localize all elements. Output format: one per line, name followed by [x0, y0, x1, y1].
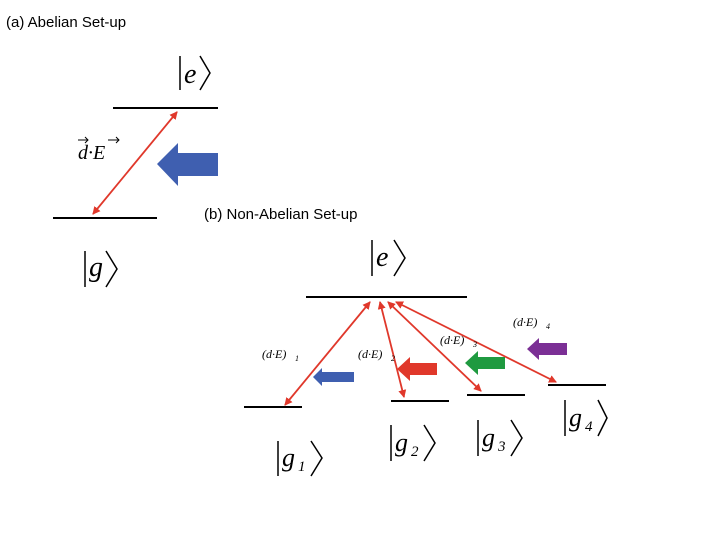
ket-e-b: e: [371, 239, 406, 277]
ket-g3-subscript: 3: [497, 439, 506, 455]
ket-g3: g 3: [477, 419, 523, 457]
coupling-label-4-text: (d·E): [513, 315, 537, 329]
coupling-label-2-text: (d·E): [358, 347, 382, 361]
ket-g1-subscript: 1: [298, 459, 306, 475]
ket-g2-subscript: 2: [411, 444, 419, 460]
transition-arrow-g1: [284, 301, 371, 406]
coupling-label-1-text: (d·E): [262, 347, 286, 361]
ket-g4: g 4: [564, 399, 608, 437]
coupling-label-1: (d·E) 1: [262, 347, 299, 363]
ket-g2-symbol: g: [395, 428, 408, 457]
coupling-label-3-text: (d·E): [440, 333, 464, 347]
coupling-label-1-subscript: 1: [295, 354, 299, 363]
coupling-label-2-subscript: 2: [391, 354, 395, 363]
panel-b-title: (b) Non-Abelian Set-up: [204, 206, 358, 223]
ket-g1-symbol: g: [282, 443, 295, 472]
ket-g3-symbol: g: [482, 423, 495, 452]
ket-g4-subscript: 4: [585, 419, 593, 435]
transition-arrow-g3: [387, 301, 482, 392]
ket-g-a-symbol: g: [89, 252, 103, 283]
dipole-label-a: d·E: [78, 136, 120, 164]
dipole-label-a-text: d·E: [78, 142, 105, 164]
coupling-label-3: (d·E) 3: [440, 333, 477, 349]
field-arrow-4: [527, 338, 567, 360]
ket-g4-symbol: g: [569, 403, 582, 432]
panel-a-title: (a) Abelian Set-up: [6, 14, 127, 31]
panel-b: e g 1 g 2 g 3: [244, 239, 608, 477]
coupling-label-4-subscript: 4: [546, 322, 550, 331]
ket-e-b-symbol: e: [376, 242, 388, 273]
transition-arrow-g4: [395, 301, 557, 383]
ket-e-a: e: [179, 55, 211, 91]
ket-g1: g 1: [277, 440, 323, 477]
ket-e-a-symbol: e: [184, 59, 196, 90]
transition-arrow-g2: [377, 301, 407, 398]
field-arrow-2: [397, 357, 437, 381]
transition-arrow-a: [92, 111, 178, 215]
coupling-label-2: (d·E) 2: [358, 347, 395, 363]
coupling-label-4: (d·E) 4: [513, 315, 550, 331]
panel-a: e g d·E: [53, 55, 218, 288]
field-arrow-a: [157, 143, 218, 186]
ket-g2: g 2: [390, 424, 436, 462]
field-arrow-1: [313, 368, 354, 386]
coupling-label-3-subscript: 3: [472, 340, 477, 349]
ket-g-a: g: [84, 250, 118, 288]
field-arrow-3: [465, 351, 505, 375]
